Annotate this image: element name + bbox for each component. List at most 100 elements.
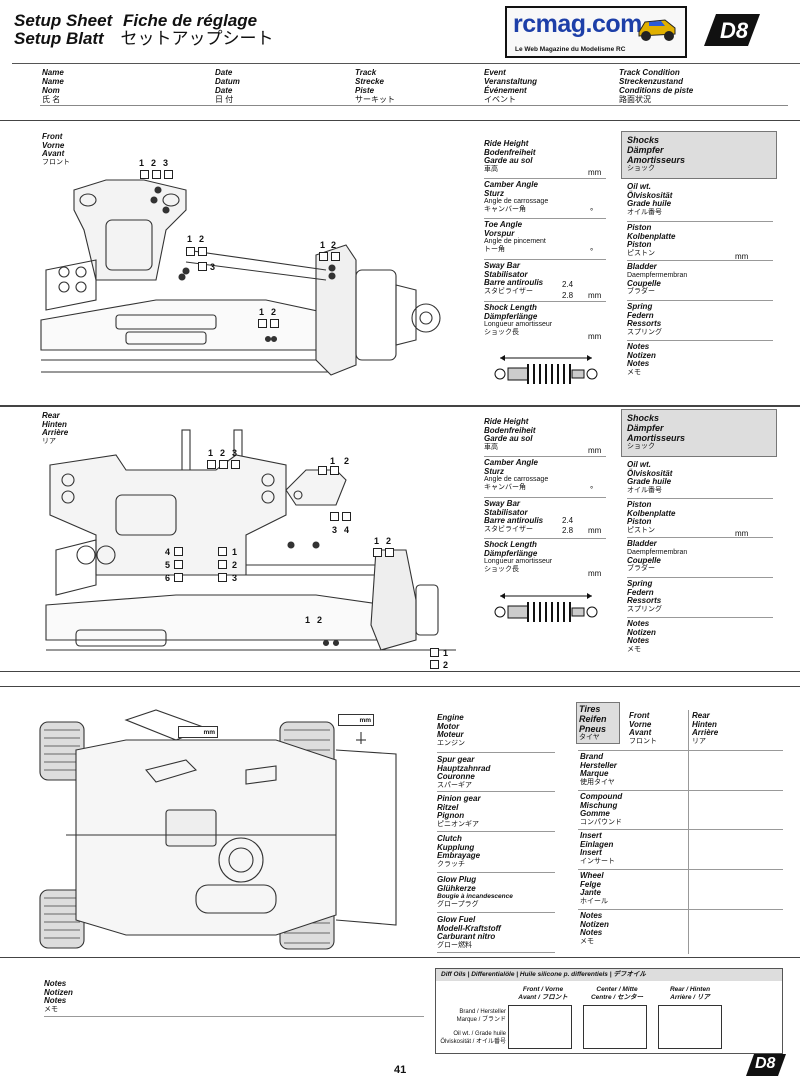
rear-hole-box[interactable] [318,466,327,475]
front-ride-height[interactable]: Ride Height Bodenfreiheit Garde au sol 車… [484,139,606,177]
front-hole-box[interactable] [331,252,340,261]
front-toe[interactable]: Toe Angle Vorspur Angle de pincement トー角… [484,220,606,256]
shocks-front-spring[interactable]: Spring Federn Ressorts スプリング [627,302,772,337]
bottom-notes[interactable]: Notes Notizen Notes メモ [44,979,424,1014]
rear-camber-fr: Angle de carrossage [484,476,549,484]
rear-hole-box[interactable] [231,460,240,469]
sway-value-2: 2.8 [562,291,574,300]
front-hole-box[interactable] [140,170,149,179]
shocks-front-notes[interactable]: Notes Notizen Notes メモ [627,342,772,377]
rear-hole-box[interactable] [430,648,439,657]
info-event-l4: イベント [484,95,516,104]
rear-camber[interactable]: Camber Angle Sturz Angle de carrossage キ… [484,458,606,494]
info-track-l1: Track [355,68,377,77]
rear-hole-box[interactable] [218,547,227,556]
rear-hole-box[interactable] [174,547,183,556]
front-hole-box[interactable] [270,319,279,328]
shocks-rear-bladder[interactable]: Bladder Daempfermembran Coupelle ブラダー [627,539,772,573]
diff-rear-cell[interactable] [658,1005,722,1049]
pinion-gear-field[interactable]: Pinion gear Ritzel Pignon ピニオンギア [437,794,555,829]
front-num-2b: 2 [199,234,205,244]
rear-hole-box[interactable] [430,660,439,669]
rear-num-1w: 1 [443,648,449,658]
info-name-l2: Name [42,77,64,86]
front-hole-box[interactable] [319,252,328,261]
clutch-fr: Embrayage [437,851,481,861]
compound-fr: Gomme [580,809,610,819]
insert-fr: Insert [580,848,602,858]
front-shock-length[interactable]: Shock Length Dämpferlänge Longueur amort… [484,303,606,341]
rear-hole-box[interactable] [174,560,183,569]
diff-center-header: Center / Mitte Centre / センター [581,986,653,1001]
bladder-fr: Coupelle [627,278,661,288]
info-date-l2: Datum [215,77,240,86]
front-hole-box[interactable] [186,247,195,256]
rear-shock-length[interactable]: Shock Length Dämpferlänge Longueur amort… [484,540,606,578]
toe-jp: トー角 [484,246,505,254]
front-sway-bar[interactable]: Sway Bar Stabilisator Barre antiroulis ス… [484,261,606,300]
rear-shock-icon [492,588,600,628]
shock-length-jp: ショック長 [484,329,519,337]
toe-de: Vorspur [484,228,515,238]
rear-hole-box[interactable] [207,460,216,469]
front-hole-box[interactable] [258,319,267,328]
engine-measure-box[interactable]: mm [178,726,218,738]
tires-de: Reifen [579,714,607,724]
footer-logo-text: D8 [755,1055,776,1072]
diff-center-cell[interactable] [583,1005,647,1049]
tires-wheel-field[interactable]: Wheel Felge Jante ホイール [580,871,608,906]
tires-insert-field[interactable]: Insert Einlagen Insert インサート [580,831,615,866]
rear-ride-height[interactable]: Ride Height Bodenfreiheit Garde au sol 車… [484,417,606,455]
front-hole-box[interactable] [152,170,161,179]
info-cond-l4: 路面状況 [619,95,651,104]
front-camber[interactable]: Camber Angle Sturz Angle de carrossage キ… [484,180,606,216]
shocks-front-oil[interactable]: Oil wt. Ölviskosität Grade huile オイル番号 [627,182,772,217]
shocks-rear-oil[interactable]: Oil wt. Ölviskosität Grade huile オイル番号 [627,460,772,495]
rear-hole-box[interactable] [219,460,228,469]
pinion-fr: Pignon [437,811,465,821]
rear-ride-height-en: Ride Height [484,417,529,426]
rear-hole-box[interactable] [218,573,227,582]
tires-notes-field[interactable]: Notes Notizen Notes メモ [580,911,609,946]
info-field-event[interactable]: Event Veranstaltung Événement イベント [484,68,614,104]
rear-hole-box[interactable] [385,548,394,557]
shocks-front-piston[interactable]: Piston Kolbenplatte Piston ピストン mm [627,223,772,261]
rear-hole-box[interactable] [342,512,351,521]
info-cond-l2: Streckenzustand [619,77,684,86]
rear-num-2: 2 [220,448,226,458]
rcmag-logo-text: rcmag.com [513,10,642,38]
info-field-name[interactable]: Name Name Nom 氏 名 [42,68,212,104]
shocks-rear-spring[interactable]: Spring Federn Ressorts スプリング [627,579,772,614]
shocks-rear-piston[interactable]: Piston Kolbenplatte Piston ピストン mm [627,500,772,538]
engine-measure-box-2[interactable]: mm [338,714,374,726]
glow-plug-field[interactable]: Glow Plug Glühkerze Bougie à incandescen… [437,875,555,909]
front-hole-box[interactable] [198,262,207,271]
spur-gear-field[interactable]: Spur gear Hauptzahnrad Couronne スパーギア [437,755,555,790]
rear-sway-bar[interactable]: Sway Bar Stabilisator Barre antiroulis ス… [484,499,606,535]
engine-field[interactable]: Engine Motor Moteur エンジン [437,713,555,748]
info-field-date[interactable]: Date Datum Date 日 付 [215,68,350,104]
tires-brand-field[interactable]: Brand Hersteller Marque 使用タイヤ [580,752,617,787]
shocks-rear-notes[interactable]: Notes Notizen Notes メモ [627,619,772,654]
front-hole-box[interactable] [198,247,207,256]
tires-compound-field[interactable]: Compound Mischung Gomme コンパウンド [580,792,622,827]
rear-hole-box[interactable] [218,560,227,569]
diff-front-cell[interactable] [508,1005,572,1049]
rcmag-logo: rcmag.com Le Web Magazine du Modelisme R… [505,6,687,58]
info-field-track-condition[interactable]: Track Condition Streckenzustand Conditio… [619,68,789,104]
wheel-en: Wheel [580,871,604,880]
rear-camber-en: Camber Angle [484,458,538,467]
front-hole-box[interactable] [164,170,173,179]
rear-hole-box[interactable] [174,573,183,582]
rear-num-2y: 2 [386,536,392,546]
shocks-front-bladder[interactable]: Bladder Daempfermembran Coupelle ブラダー [627,262,772,296]
info-field-track[interactable]: Track Strecke Piste サーキット [355,68,480,104]
rear-hole-box[interactable] [330,466,339,475]
rear-notes-en: Notes [627,619,650,628]
rear-hole-box[interactable] [373,548,382,557]
clutch-field[interactable]: Clutch Kupplung Embrayage クラッチ [437,834,555,869]
rear-num-3r: 3 [232,573,238,583]
glow-fuel-field[interactable]: Glow Fuel Modell-Kraftstoff Carburant ni… [437,915,555,950]
rear-hole-box[interactable] [330,512,339,521]
toe-en: Toe Angle [484,220,523,229]
